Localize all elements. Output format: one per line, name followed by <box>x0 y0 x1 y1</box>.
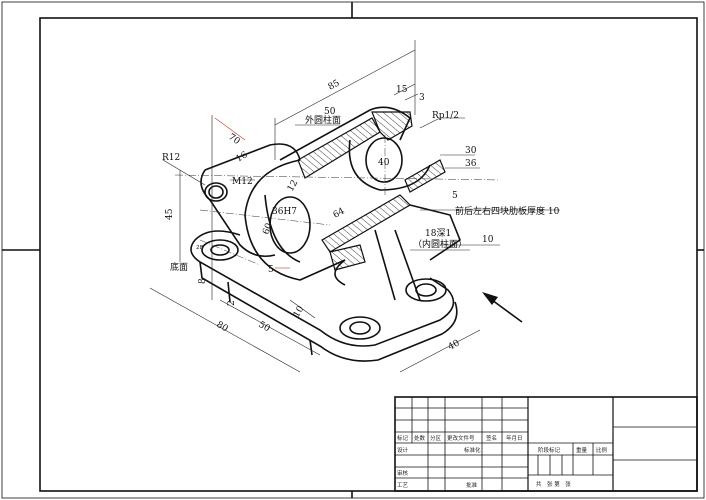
dim-40: 40 <box>378 158 390 168</box>
label-rib-thickness: 前后左右四块肋板厚度 10 <box>455 205 560 217</box>
dim-rp: Rp1/2 <box>432 111 459 121</box>
tb-mark: 标记 <box>397 434 409 442</box>
tb-sign: 签名 <box>486 434 497 442</box>
tb-zone: 分区 <box>430 434 442 442</box>
tb-sheets: 共 张 第 张 <box>536 480 571 488</box>
dim-36: 36 <box>465 159 477 169</box>
tb-review: 审核 <box>397 469 409 477</box>
label-inner-cylinder: （内圆柱面） <box>413 238 467 250</box>
view-direction-arrow <box>482 292 523 323</box>
dim-12: 12 <box>286 179 300 194</box>
dim-70: 70 <box>226 132 241 147</box>
dim-16: 16 <box>235 150 250 165</box>
dim-30: 30 <box>465 146 477 156</box>
dim-50b: 50 <box>257 320 272 335</box>
dim-36h7: 36H7 <box>272 207 297 217</box>
dim-5: 5 <box>452 191 458 201</box>
label-outer-cylinder: 外圆柱面 <box>305 114 341 126</box>
dim-64: 64 <box>332 206 347 220</box>
dimension-lines <box>149 40 560 373</box>
dim-10: 10 <box>482 235 494 245</box>
dim-3: 3 <box>419 93 425 103</box>
title-block: 标记 处数 分区 更改文件号 签名 年月日 设计 标准化 审核 工艺 批准 阶段… <box>394 396 698 492</box>
label-bottom-face: 底面 <box>170 261 188 273</box>
dim-8: 8 <box>198 278 208 284</box>
tb-design: 设计 <box>397 446 409 454</box>
tb-date: 年月日 <box>506 434 523 442</box>
tb-approve: 批准 <box>466 481 478 489</box>
dim-45: 45 <box>165 208 175 220</box>
tb-process: 工艺 <box>397 482 409 489</box>
tb-weight: 重量 <box>576 446 588 454</box>
dim-50: 50 <box>324 107 336 117</box>
dim-m12: M12 <box>232 177 253 187</box>
tb-change-doc: 更改文件号 <box>447 434 475 442</box>
dim-80: 80 <box>215 320 230 335</box>
tb-count: 处数 <box>414 434 426 442</box>
dim-r12: R12 <box>162 153 180 163</box>
isometric-part <box>174 106 501 362</box>
label-depth: 18深1 <box>425 228 451 239</box>
dimension-labels: 85 15 3 Rp1/2 50 外圆柱面 70 16 R12 M12 45 1… <box>162 78 560 352</box>
dim-15: 15 <box>396 85 408 95</box>
dim-28: 28 <box>196 245 203 251</box>
tb-standard: 标准化 <box>464 446 481 454</box>
dim-40b: 40 <box>447 338 462 352</box>
dim-60: 60 <box>261 222 274 236</box>
dim-10b: 10 <box>292 304 307 319</box>
tb-stage: 阶段标记 <box>538 446 561 454</box>
tb-scale: 比例 <box>596 446 608 454</box>
dim-85: 85 <box>327 78 342 92</box>
dim-5-red: 5 <box>268 265 274 275</box>
dim-2: 2 <box>227 300 237 306</box>
